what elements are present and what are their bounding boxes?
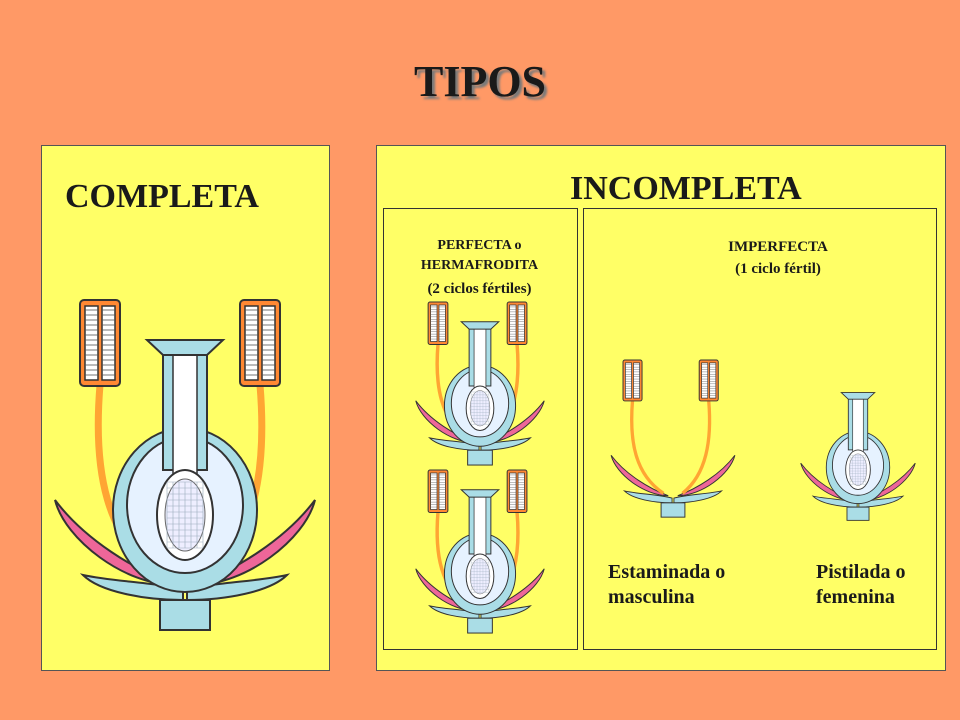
page-title: TIPOS	[413, 57, 547, 106]
flower-perfecta-bottom	[415, 469, 545, 634]
perfecta-top-pollen-sac	[509, 304, 517, 342]
perfecta-bottom-style-canal	[473, 495, 487, 558]
heading-completa: COMPLETA	[65, 178, 259, 215]
perfecta-line3: (2 ciclos fértiles)	[427, 281, 532, 297]
perfecta-caption: PERFECTA o HERMAFRODITA (2 ciclos fértil…	[383, 236, 576, 299]
flower-completa	[54, 299, 316, 631]
flower-estaminada	[610, 359, 736, 518]
perfecta-top-pollen-sac	[430, 304, 438, 342]
pistilada-style-canal	[852, 397, 864, 454]
estaminada-pollen-sac	[701, 362, 709, 399]
estaminada-petal-left	[610, 454, 669, 497]
perfecta-top-pollen-sac	[517, 304, 525, 342]
pistilada-stigma	[840, 392, 876, 400]
perfecta-bottom-pollen-sac	[517, 472, 525, 510]
pistilada-line2: femenina	[816, 586, 895, 608]
estaminada-sepal-left	[622, 490, 673, 504]
estaminada-sepal-right	[673, 490, 724, 504]
estaminada-petal-right	[677, 454, 736, 497]
estaminada-pollen-sac	[633, 362, 641, 399]
perfecta-bottom-receptacle	[467, 617, 493, 634]
label-estaminada: Estaminada o masculina	[608, 560, 725, 610]
pistilada-receptacle	[846, 506, 870, 521]
imperfecta-line2: (1 ciclo fértil)	[735, 261, 821, 277]
perfecta-bottom-pollen-sac	[509, 472, 517, 510]
perfecta-bottom-stigma	[459, 489, 501, 498]
box-imperfecta	[583, 208, 937, 650]
perfecta-bottom-pollen-sac	[430, 472, 438, 510]
perfecta-top-stigma	[459, 321, 501, 330]
estaminada-line1: Estaminada o	[608, 561, 726, 583]
perfecta-top-style-canal	[473, 327, 487, 390]
imperfecta-caption: IMPERFECTA (1 ciclo fértil)	[683, 236, 873, 280]
completa-pollen-sac	[84, 305, 99, 381]
estaminada-filament-right	[681, 400, 712, 495]
estaminada-pollen-sac	[709, 362, 717, 399]
heading-incompleta: INCOMPLETA	[570, 170, 802, 207]
perfecta-line2: HERMAFRODITA	[420, 258, 539, 273]
flower-perfecta-top	[415, 301, 545, 466]
imperfecta-line1: IMPERFECTA	[728, 239, 828, 255]
completa-stigma	[144, 339, 226, 356]
completa-pollen-sac	[261, 305, 276, 381]
completa-style-canal	[172, 351, 198, 478]
estaminada-pollen-sac	[625, 362, 632, 399]
label-pistilada: Pistilada o femenina	[816, 560, 905, 610]
flower-pistilada	[800, 392, 916, 521]
perfecta-top-receptacle	[467, 449, 493, 466]
estaminada-receptacle	[660, 502, 686, 518]
completa-pollen-sac	[244, 305, 259, 381]
completa-receptacle	[159, 599, 211, 631]
perfecta-line1: PERFECTA o	[437, 238, 522, 253]
pistilada-line1: Pistilada o	[816, 561, 906, 583]
completa-pollen-sac	[101, 305, 116, 381]
perfecta-top-pollen-sac	[438, 304, 446, 342]
estaminada-line2: masculina	[608, 586, 695, 608]
perfecta-bottom-pollen-sac	[438, 472, 446, 510]
estaminada-filament-left	[630, 400, 665, 495]
